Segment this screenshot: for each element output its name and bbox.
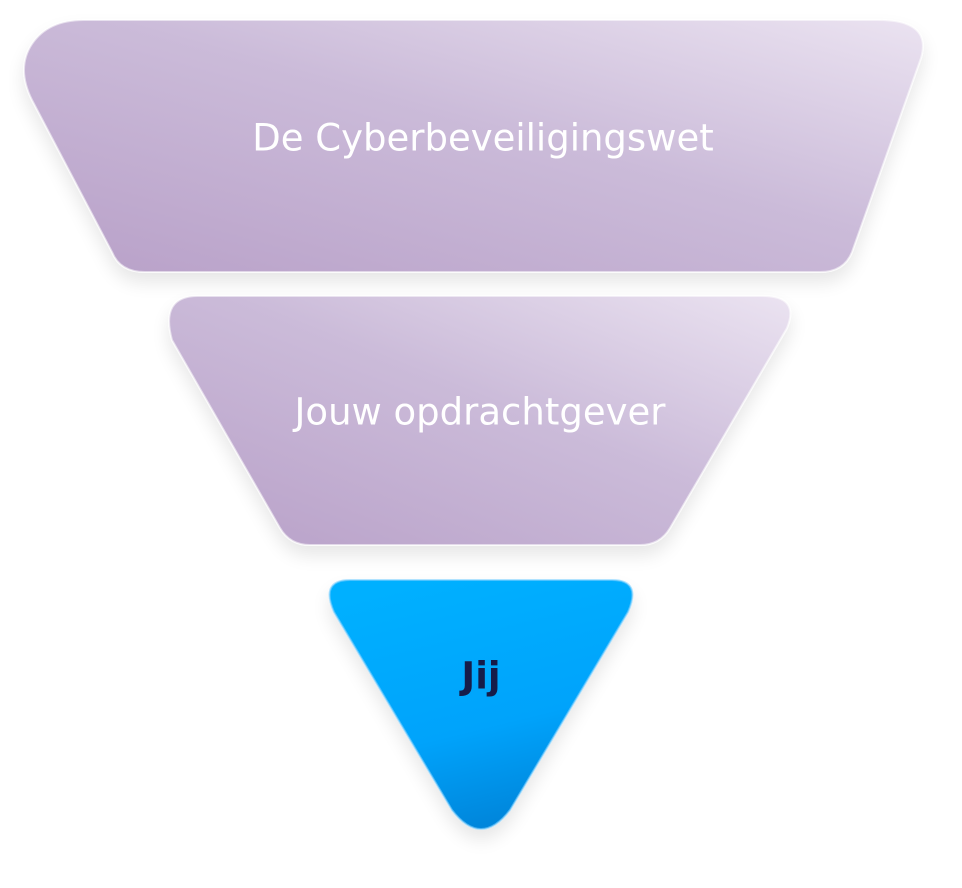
- funnel-label-middle: Jouw opdrachtgever: [293, 391, 667, 434]
- funnel-shape-middle: [168, 295, 792, 546]
- funnel-shape-top: [23, 19, 924, 273]
- funnel-level-bottom: Jij: [328, 579, 634, 830]
- funnel-shape-bottom: [328, 579, 634, 830]
- funnel-label-bottom: Jij: [458, 655, 500, 698]
- funnel-level-top: De Cyberbeveiligingswet: [23, 19, 924, 273]
- funnel-label-top: De Cyberbeveiligingswet: [252, 117, 713, 160]
- funnel-level-middle: Jouw opdrachtgever: [168, 295, 792, 546]
